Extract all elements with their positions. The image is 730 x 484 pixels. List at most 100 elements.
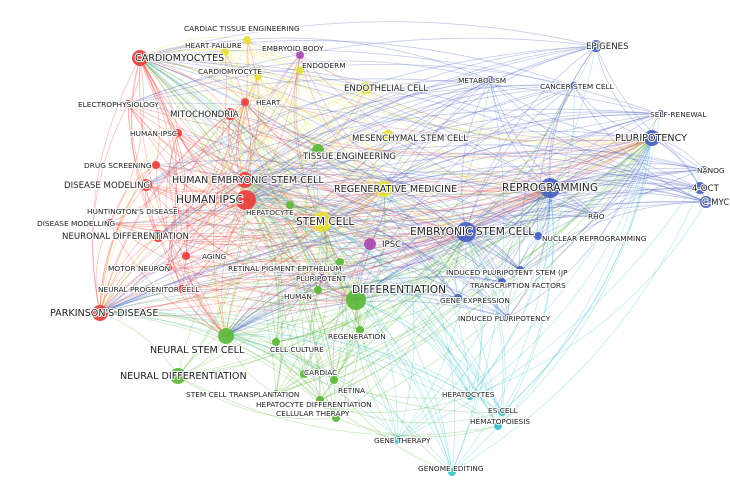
network-node-differentiation[interactable] <box>346 290 366 310</box>
network-edge <box>355 293 509 319</box>
network-node-ipsc[interactable] <box>364 238 376 250</box>
network-node-gene-expression[interactable] <box>454 294 462 302</box>
network-node-mitochondria[interactable] <box>224 108 236 120</box>
network-node-sct[interactable] <box>272 390 280 398</box>
network-node-pluripotent[interactable] <box>318 274 326 282</box>
network-edge <box>383 188 499 427</box>
network-node-reprogramming[interactable] <box>540 178 560 198</box>
network-node-epigenes[interactable] <box>590 40 602 52</box>
network-edge <box>465 231 504 427</box>
network-node-esc[interactable] <box>456 222 476 242</box>
network-node-embryoid-body[interactable] <box>296 51 304 59</box>
network-node-metabolism[interactable] <box>486 76 494 84</box>
network-node-neural-progenitor[interactable] <box>178 285 186 293</box>
network-node-cardiomyocytes[interactable] <box>132 50 148 66</box>
network-node-regeneration[interactable] <box>356 326 364 334</box>
network-node-neural-stem-cell[interactable] <box>218 328 234 344</box>
network-edge <box>157 69 301 237</box>
node-label-heart-failure: HEART FAILURE <box>185 41 242 50</box>
network-node-cardiomyocyte[interactable] <box>254 72 262 80</box>
network-node-drug-screening[interactable] <box>152 161 160 169</box>
network-edge <box>244 179 471 397</box>
node-label-neuronal-diff: NEURONAL DIFFERENTIATION <box>62 232 189 242</box>
network-node-cardiac-te[interactable] <box>243 36 251 44</box>
network-node-oct4[interactable] <box>694 182 706 194</box>
network-node-electrophysiology[interactable] <box>124 100 132 108</box>
network-node-disease-modeling[interactable] <box>140 179 152 191</box>
network-node-rho[interactable] <box>592 212 600 220</box>
network-edge <box>519 85 575 271</box>
network-node-mesenchymal[interactable] <box>382 130 394 142</box>
network-edge <box>383 149 705 190</box>
network-node-human-ipsc-small[interactable] <box>174 129 182 137</box>
network-edge <box>573 85 653 139</box>
network-edge <box>139 57 323 223</box>
network-node-es-cell[interactable] <box>498 408 506 416</box>
network-node-nanog[interactable] <box>700 166 708 174</box>
network-edge <box>299 69 385 190</box>
network-edge <box>469 85 575 397</box>
network-edge <box>109 57 144 224</box>
network-node-human-ipsc[interactable] <box>236 190 256 210</box>
network-edge <box>275 137 653 343</box>
network-node-induced-pluripotency[interactable] <box>504 314 512 322</box>
network-node-tissue-engineering[interactable] <box>312 144 324 156</box>
network-edge <box>332 243 371 381</box>
network-node-heart[interactable] <box>241 98 249 106</box>
network-node-pluripotency[interactable] <box>644 130 660 146</box>
network-node-self-renewal[interactable] <box>656 110 664 118</box>
network-edge <box>244 179 357 301</box>
network-edge <box>167 51 227 269</box>
network-node-cell-culture[interactable] <box>272 338 280 346</box>
network-edge <box>321 172 701 223</box>
network-node-neural-diff[interactable] <box>170 368 186 384</box>
node-label-metabolism: METABOLISM <box>458 76 506 85</box>
network-node-aging[interactable] <box>182 252 190 260</box>
network-node-disease-modelling[interactable] <box>106 219 114 227</box>
network-edge <box>177 132 385 191</box>
network-node-transcription-factors[interactable] <box>498 278 506 286</box>
network-node-c-myc[interactable] <box>700 196 712 208</box>
network-edge <box>465 45 597 233</box>
network-node-cardiac[interactable] <box>300 370 308 378</box>
network-node-induced-psc-jp[interactable] <box>516 266 524 274</box>
network-node-genome-editing[interactable] <box>448 468 456 476</box>
network-edge <box>321 187 551 230</box>
network-node-nuclear-reprogramming[interactable] <box>534 232 542 240</box>
node-label-mitochondria: MITOCHONDRIA <box>170 110 239 120</box>
network-edge <box>99 51 226 314</box>
network-edge <box>139 57 701 189</box>
network-node-endothelial-cell[interactable] <box>360 82 372 94</box>
network-node-regenerative-medicine[interactable] <box>376 181 392 197</box>
network-node-hepatocyte[interactable] <box>286 201 294 209</box>
network-node-hematopoiesis[interactable] <box>494 422 502 430</box>
network-edge <box>244 179 305 375</box>
network-node-parkinsons[interactable] <box>92 305 108 321</box>
network-edge <box>244 179 284 395</box>
node-label-mesenchymal: MESENCHYMAL STEM CELL <box>352 134 468 144</box>
network-edge <box>457 137 653 299</box>
network-node-hepatocytes[interactable] <box>466 392 474 400</box>
network-edge <box>99 312 321 401</box>
network-node-neuronal-diff[interactable] <box>152 230 164 242</box>
network-node-huntingtons[interactable] <box>171 207 179 215</box>
network-node-gene-therapy[interactable] <box>394 436 402 444</box>
network-node-motor-neuron[interactable] <box>164 264 172 272</box>
network-node-cellular-therapy[interactable] <box>332 414 340 422</box>
network-edge <box>595 187 701 217</box>
network-node-cancer-stem-cell[interactable] <box>570 82 578 90</box>
network-edge <box>185 187 551 262</box>
network-edge <box>507 235 539 319</box>
network-edge <box>295 54 341 263</box>
network-node-human-esc[interactable] <box>237 172 253 188</box>
network-node-heart-failure[interactable] <box>221 48 229 56</box>
network-edge <box>355 299 499 427</box>
node-label-cardiac: CARDIAC <box>304 368 337 377</box>
network-node-retina[interactable] <box>330 376 338 384</box>
node-label-sct: STEM CELL TRANSPLANTATION <box>186 390 299 399</box>
network-node-stem-cell[interactable] <box>312 212 332 232</box>
network-node-human[interactable] <box>314 286 322 294</box>
network-node-endoderm[interactable] <box>296 66 304 74</box>
network-node-retinal-pigment[interactable] <box>336 258 344 266</box>
network-node-hepatocyte-diff[interactable] <box>316 396 324 404</box>
